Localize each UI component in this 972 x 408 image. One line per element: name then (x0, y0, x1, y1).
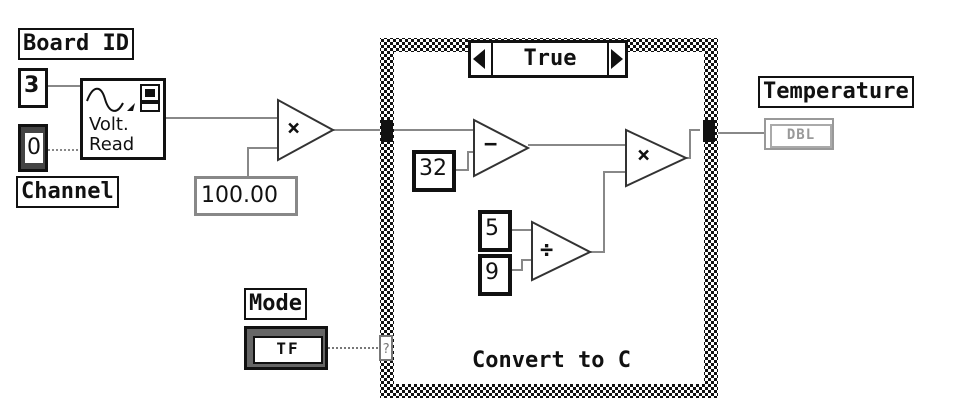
multiply-symbol: × (287, 116, 301, 141)
mode-type: TF (253, 336, 323, 364)
temperature-type: DBL (770, 124, 832, 148)
channel-control[interactable]: 0 (18, 124, 48, 172)
multiplier-constant[interactable]: 100.00 (194, 176, 298, 216)
multiply-symbol-2: × (637, 143, 651, 168)
board-id-label: Board ID (18, 28, 134, 60)
channel-label: Channel (16, 176, 119, 208)
multiply-node-2 (625, 128, 689, 188)
case-title: Convert to C (472, 348, 631, 373)
temperature-label: Temperature (758, 76, 914, 108)
increment-arrow-icon[interactable] (611, 49, 623, 69)
temperature-indicator[interactable]: DBL (764, 118, 834, 150)
offset-constant[interactable]: 32 (412, 150, 456, 192)
volt-read-line2: Read (89, 134, 135, 155)
mode-control[interactable]: TF (244, 326, 328, 370)
decrement-arrow-icon[interactable] (473, 49, 485, 69)
subtract-node (473, 118, 531, 178)
case-selector-value: True (491, 43, 609, 75)
svg-text:?: ? (382, 342, 390, 357)
channel-value: 0 (25, 133, 43, 163)
input-tunnel (381, 120, 393, 142)
board-id-control[interactable]: 3 (18, 68, 48, 108)
selector-terminal (379, 335, 393, 361)
output-tunnel (703, 120, 715, 142)
case-structure-border (380, 38, 718, 398)
waveform-icon (86, 84, 160, 112)
multiply-node (277, 98, 336, 162)
case-selector[interactable]: True (468, 40, 628, 78)
divide-symbol: ÷ (540, 238, 554, 263)
volt-read-line1: Volt. (89, 114, 129, 135)
denominator-constant[interactable]: 9 (478, 254, 512, 296)
volt-read-vi[interactable]: Volt. Read (80, 78, 166, 160)
divide-node (531, 220, 593, 282)
mode-label: Mode (244, 288, 307, 320)
subtract-symbol: − (484, 132, 498, 157)
numerator-constant[interactable]: 5 (478, 210, 512, 252)
